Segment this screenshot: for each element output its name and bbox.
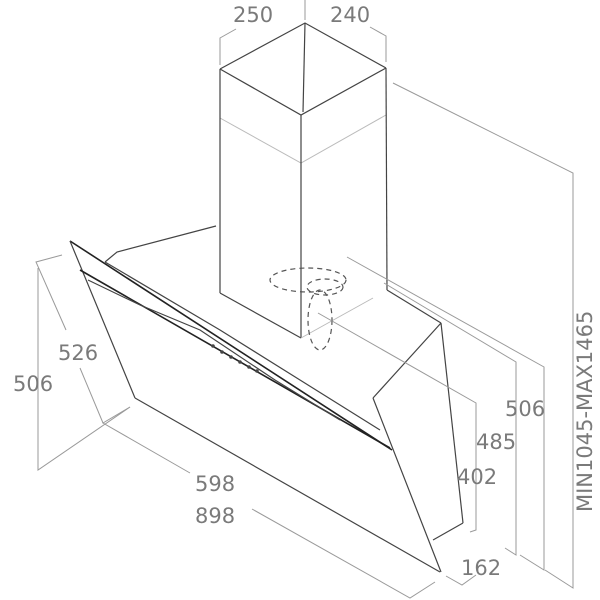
label-hood-height-left: 506 <box>13 372 53 396</box>
label-side-depth-bottom: 162 <box>461 556 501 580</box>
label-total-height: MIN1045-MAX1465 <box>573 311 597 512</box>
label-hood-depth-mid: 485 <box>476 430 516 454</box>
label-glass-height: 526 <box>58 341 98 365</box>
dimension-lines <box>35 0 574 599</box>
label-side-height: 402 <box>457 465 497 489</box>
hood-body <box>69 225 464 573</box>
label-hood-width: 898 <box>195 504 235 528</box>
label-glass-width: 598 <box>195 472 235 496</box>
chimney <box>219 22 442 339</box>
duct-outlet <box>269 267 347 351</box>
label-hood-depth-top: 506 <box>505 397 545 421</box>
dimension-labels: 250 240 MIN1045-MAX1465 506 485 402 162 … <box>13 3 597 580</box>
control-buttons <box>211 344 259 373</box>
label-chimney-depth: 240 <box>330 3 370 27</box>
label-chimney-width: 250 <box>233 3 273 27</box>
